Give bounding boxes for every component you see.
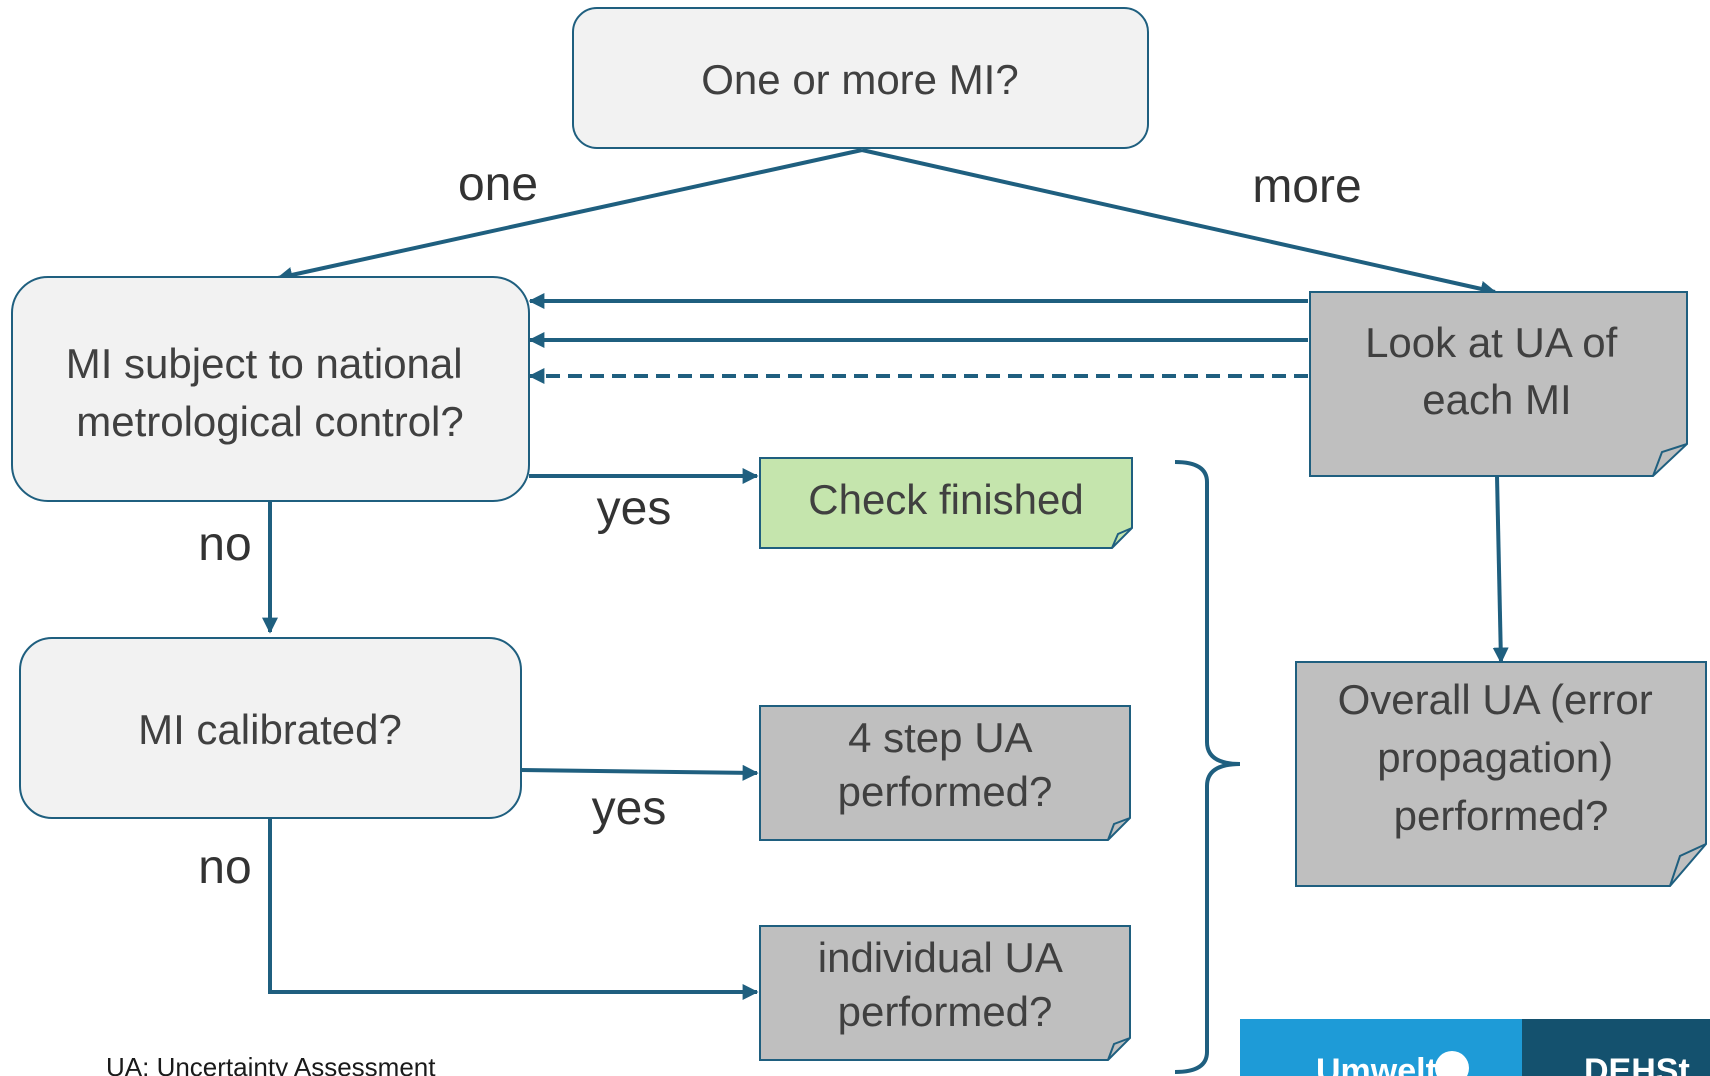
node-one-or-more-text: One or more MI? — [701, 56, 1018, 103]
edge-label-more: more — [1252, 160, 1361, 213]
node-look-each: Look at UA of each MI — [1309, 291, 1688, 477]
arrow-one — [276, 148, 863, 283]
arrow-no-individual — [268, 818, 759, 1000]
logo-banner: Umwelt DEHSt — [1240, 1019, 1710, 1076]
footnote: UA: Uncertainty Assessment — [106, 1052, 436, 1076]
node-national-control-text: MI subject to national metrological cont… — [66, 340, 475, 445]
node-overall-line-2: propagation) — [1377, 734, 1613, 781]
node-national-control: MI subject to national metrological cont… — [11, 276, 530, 502]
node-one-or-more: One or more MI? — [572, 7, 1149, 149]
edge-label-yes-national: yes — [597, 482, 672, 535]
node-look-each-text: Look at UA of each MI — [1365, 319, 1629, 423]
logo-umwelt-icon — [1435, 1051, 1469, 1076]
edge-label-one: one — [458, 158, 538, 211]
logo-umwelt-text: Umwelt — [1316, 1052, 1437, 1076]
node-national-control-line-1: MI subject to national — [66, 340, 463, 387]
arrow-yes-four-step — [520, 764, 759, 781]
node-overall-line-1: Overall UA (error — [1338, 676, 1653, 723]
arrow-more — [861, 148, 1497, 297]
node-calibrated: MI calibrated? — [19, 637, 522, 819]
node-check-finished-text: Check finished — [808, 476, 1083, 523]
node-national-control-line-2: metrological control? — [76, 398, 464, 445]
node-four-step-line-1: 4 step UA — [848, 714, 1032, 761]
node-look-each-line-1: Look at UA of — [1365, 319, 1617, 366]
node-overall: Overall UA (error propagation) performed… — [1295, 661, 1707, 887]
edge-label-no-national: no — [198, 518, 251, 571]
node-overall-line-3: performed? — [1394, 792, 1609, 839]
node-look-each-line-2: each MI — [1422, 376, 1571, 423]
node-individual-line-1: individual UA — [818, 934, 1063, 981]
node-overall-text: Overall UA (error propagation) performed… — [1338, 676, 1665, 839]
bracket — [1174, 460, 1241, 1074]
node-individual: individual UA performed? — [759, 925, 1131, 1061]
edge-label-no-calibrated: no — [198, 841, 251, 894]
node-four-step: 4 step UA performed? — [759, 705, 1131, 841]
node-check-finished: Check finished — [759, 457, 1133, 549]
edge-label-yes-calibrated: yes — [592, 782, 667, 835]
node-four-step-text: 4 step UA performed? — [838, 714, 1053, 815]
connectors — [262, 148, 1509, 1074]
node-calibrated-text: MI calibrated? — [138, 706, 402, 753]
arrow-look-overall — [1492, 475, 1509, 664]
node-individual-line-2: performed? — [838, 988, 1053, 1035]
node-four-step-line-2: performed? — [838, 768, 1053, 815]
logo-dehst-text: DEHSt — [1584, 1052, 1690, 1076]
node-individual-text: individual UA performed? — [818, 934, 1072, 1035]
